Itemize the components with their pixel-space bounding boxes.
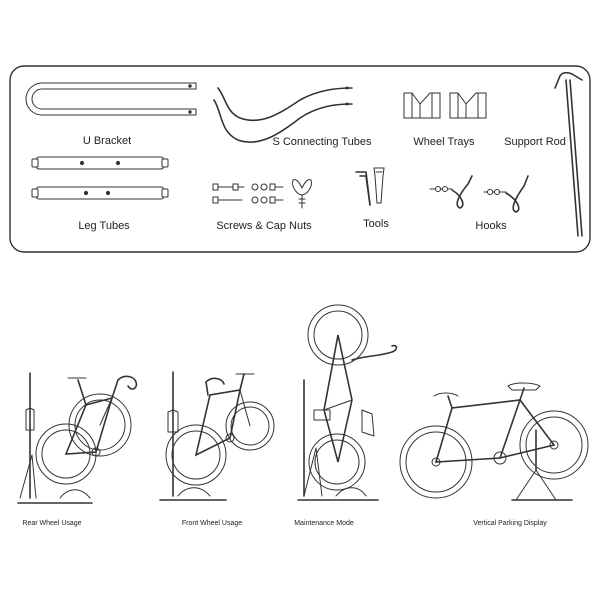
leg-tubes-illustration bbox=[31, 156, 169, 200]
tools-label: Tools bbox=[363, 218, 389, 230]
leg-tubes-label: Leg Tubes bbox=[78, 220, 130, 232]
screws-label: Screws & Cap Nuts bbox=[216, 220, 312, 232]
s-connecting-tubes-illustration bbox=[213, 86, 353, 143]
u-bracket-label: U Bracket bbox=[83, 135, 131, 147]
vertical-parking-display-label: Vertical Parking Display bbox=[473, 520, 547, 527]
front-wheel-usage-label: Front Wheel Usage bbox=[182, 520, 242, 527]
front-wheel-usage-illustration bbox=[159, 371, 275, 501]
u-bracket-illustration bbox=[25, 82, 197, 116]
rear-wheel-usage-label: Rear Wheel Usage bbox=[22, 520, 81, 527]
hooks-illustration bbox=[429, 175, 529, 213]
tools-illustration bbox=[355, 167, 385, 206]
maintenance-mode-illustration bbox=[297, 304, 398, 501]
vertical-parking-display-illustration bbox=[399, 382, 589, 501]
rear-wheel-usage-illustration bbox=[17, 372, 138, 504]
maintenance-mode-label: Maintenance Mode bbox=[294, 520, 354, 527]
screws-and-cap-nuts-illustration bbox=[212, 179, 312, 209]
parts-panel bbox=[9, 65, 591, 253]
hooks-label: Hooks bbox=[475, 220, 507, 232]
s-connecting-tubes-label: S Connecting Tubes bbox=[272, 136, 372, 148]
wheel-trays-label: Wheel Trays bbox=[413, 136, 475, 148]
wheel-trays-illustration bbox=[403, 92, 487, 119]
support-rod-label: Support Rod bbox=[504, 136, 566, 148]
support-rod-illustration bbox=[554, 71, 583, 237]
